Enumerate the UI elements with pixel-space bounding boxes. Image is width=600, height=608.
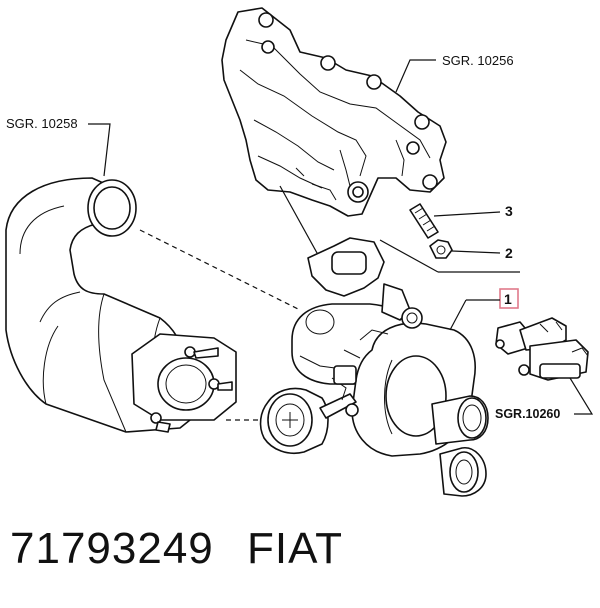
callout-item-1: 1: [504, 291, 512, 307]
part-number: 71793249: [10, 524, 214, 573]
flange-leader-line: [379, 239, 439, 273]
stud: [409, 203, 439, 239]
callout-2-leader: [451, 250, 501, 254]
turbocharger: [259, 237, 489, 497]
brand-name: FIAT: [247, 524, 344, 573]
manifold-leader-line: [279, 185, 323, 263]
sgr-10256-leader: [395, 59, 436, 93]
callout-item-2: 2: [505, 245, 513, 261]
callout-sgr-10260: SGR.10260: [495, 407, 560, 421]
nut: [429, 239, 453, 259]
sgr-10260-leader: [569, 377, 594, 415]
callout-sgr-10258: SGR. 10258: [6, 116, 78, 131]
callout-item-3: 3: [505, 203, 513, 219]
callout-1-leader-2: [449, 299, 467, 331]
exhaust-manifold: [221, 7, 447, 217]
callout-sgr-10256: SGR. 10256: [442, 53, 514, 68]
callout-1-box: [499, 288, 519, 309]
alignment-line-upper: [139, 229, 301, 311]
callout-3-leader: [433, 211, 501, 217]
solenoid-valve: [495, 317, 589, 381]
downpipe-catalyst: [5, 177, 237, 433]
sgr-10258-leader: [88, 123, 111, 177]
